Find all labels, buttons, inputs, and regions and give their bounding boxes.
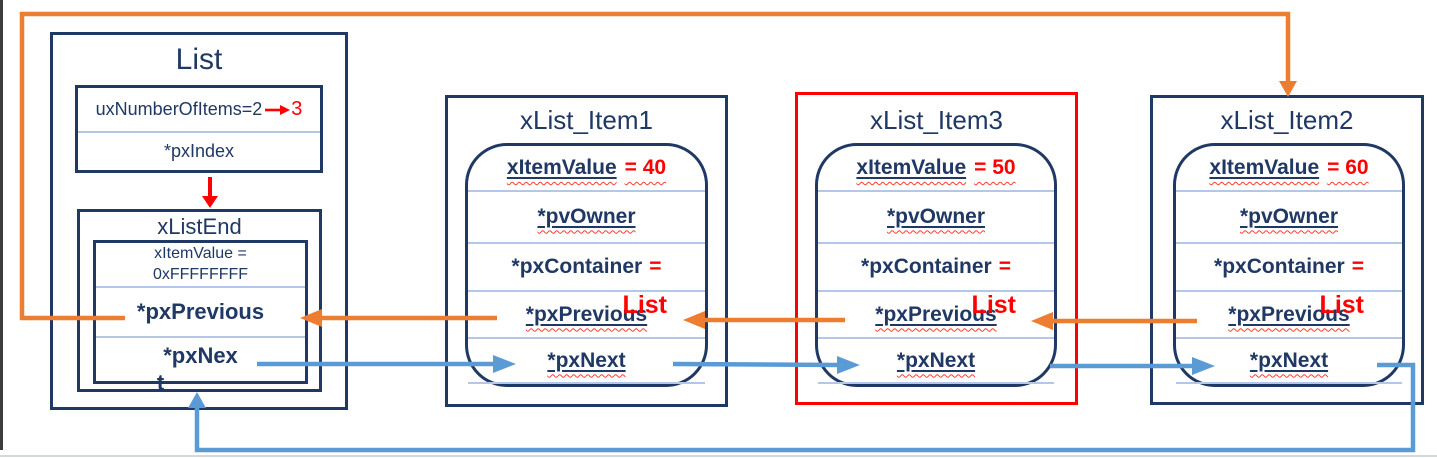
item3-itemvalue-label: xItemValue <box>856 155 967 179</box>
list-title: List <box>175 43 223 76</box>
item1-title: xList_Item1 <box>520 105 653 135</box>
slide-bottom-edge <box>0 455 1437 457</box>
item2-pxprevious-row: *pxPrevious <box>1176 292 1402 340</box>
list-header-fields-box: uxNumberOfItems=2 3 *pxIndex <box>75 85 323 173</box>
item1-pxcontainer-value: List <box>622 291 667 319</box>
item1-record: xItemValue = 40 *pvOwner *pxContainer = *… <box>465 143 708 387</box>
num-items-new-value: 3 <box>291 98 303 120</box>
num-items-row: uxNumberOfItems=2 3 <box>78 88 320 133</box>
increment-arrow-icon <box>265 104 291 115</box>
item3-itemvalue-row: xItemValue = 50 <box>818 146 1054 192</box>
xlistend-pxnext-label-line2: t <box>156 370 165 395</box>
item1-pxcontainer-label: *pxContainer <box>511 254 643 278</box>
item1-pvowner-label: *pvOwner <box>537 204 636 228</box>
num-items-label: uxNumberOfItems=2 <box>95 99 263 119</box>
item3-pvowner-label: *pvOwner <box>886 204 986 228</box>
item2-pxcontainer-eq: = <box>1351 254 1364 278</box>
item1-pxcontainer-eq: = <box>649 254 662 278</box>
item2-pxcontainer-label: *pxContainer <box>1214 254 1345 278</box>
item3-pxprevious-row: *pxPrevious <box>818 292 1054 340</box>
item2-itemvalue-value: = 60 <box>1327 155 1369 179</box>
item3-pxcontainer-row: *pxContainer = <box>818 244 1054 293</box>
item2-pxcontainer-row: *pxContainer = <box>1176 244 1402 293</box>
item1-pxcontainer-row: *pxContainer = <box>468 244 705 293</box>
item1-pvowner-row: *pvOwner <box>468 192 705 244</box>
item3-title: xList_Item3 <box>870 105 1003 135</box>
px-index-row: *pxIndex <box>78 133 320 170</box>
item1-pxprevious-row: *pxPrevious <box>468 292 705 340</box>
item1-itemvalue-row: xItemValue = 40 <box>468 146 705 192</box>
xlistend-pxnext-label-line1: *pxNex <box>163 343 238 368</box>
item3-pxcontainer-eq: = <box>998 254 1011 278</box>
xlistend-record: xItemValue = 0xFFFFFFFF *pxPrevious *pxN… <box>93 240 308 395</box>
item2-record: xItemValue = 60 *pvOwner *pxContainer = *… <box>1173 143 1405 387</box>
item3-pxnext-row: *pxNext <box>818 339 1054 384</box>
xlistend-pxprevious-label: *pxPrevious <box>136 299 265 325</box>
item3-pxcontainer-label: *pxContainer <box>861 254 992 278</box>
xlistend-pxprevious-row: *pxPrevious <box>96 288 305 338</box>
item1-pxnext-label: *pxNext <box>547 348 626 372</box>
slide-left-edge <box>0 0 3 450</box>
item2-itemvalue-row: xItemValue = 60 <box>1176 146 1402 192</box>
item2-pvowner-label: *pvOwner <box>1239 204 1339 228</box>
px-index-label: *pxIndex <box>163 141 235 161</box>
item3-pxcontainer-value: List <box>971 291 1016 319</box>
xlistend-itemvalue-row: xItemValue = 0xFFFFFFFF <box>96 243 305 289</box>
item2-pxnext-row: *pxNext <box>1176 339 1402 384</box>
item2-pxnext-label: *pxNext <box>1249 348 1329 372</box>
xlistend-title: xListEnd <box>157 214 242 239</box>
item3-pvowner-row: *pvOwner <box>818 192 1054 244</box>
item2-title: xList_Item2 <box>1220 105 1354 135</box>
xlistend-pxnext-row: *pxNex t <box>96 338 305 395</box>
item1-pxnext-row: *pxNext <box>468 339 705 384</box>
item1-itemvalue-label: xItemValue <box>506 155 617 179</box>
item3-itemvalue-value: = 50 <box>974 155 1016 179</box>
item1-itemvalue-value: = 40 <box>624 155 667 179</box>
xlistend-itemvalue-label: xItemValue = 0xFFFFFFFF <box>152 244 249 283</box>
item3-record: xItemValue = 50 *pvOwner *pxContainer = *… <box>815 143 1057 387</box>
item2-itemvalue-label: xItemValue <box>1209 155 1320 179</box>
item2-pvowner-row: *pvOwner <box>1176 192 1402 244</box>
item2-pxcontainer-value: List <box>1319 291 1364 319</box>
item3-pxnext-label: *pxNext <box>896 348 976 372</box>
